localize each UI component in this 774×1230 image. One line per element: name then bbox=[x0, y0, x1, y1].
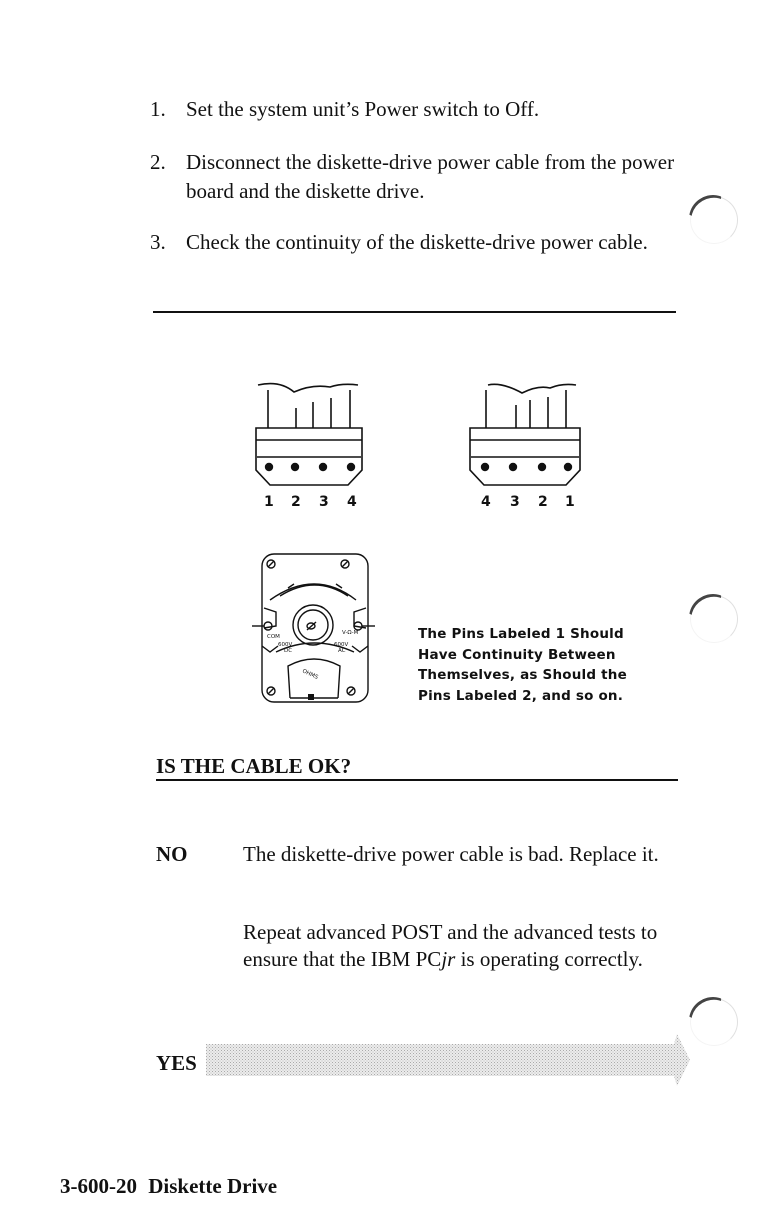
right-pin-label-2: 2 bbox=[538, 494, 548, 510]
caption-line: Pins Labeled 2, and so on. bbox=[418, 687, 624, 704]
caption-line: The Pins Labeled 1 Should bbox=[418, 626, 624, 642]
followup-text: Repeat advanced POST and the advanced te… bbox=[243, 920, 658, 971]
step-text: Set the system unit’s Power switch to Of… bbox=[186, 97, 540, 121]
left-pin-label-3: 3 bbox=[319, 494, 329, 510]
page-footer: 3-600-20 Diskette Drive bbox=[60, 1174, 277, 1199]
section-title: Diskette Drive bbox=[148, 1174, 278, 1198]
step-number: 1. bbox=[150, 97, 166, 121]
answer-yes-label: YES bbox=[156, 1051, 197, 1075]
svg-text:COM: COM bbox=[267, 634, 280, 640]
followup-text-end: is operating correctly. bbox=[455, 946, 643, 971]
right-connector-illustration bbox=[469, 383, 581, 486]
svg-text:DC: DC bbox=[284, 648, 292, 654]
right-pin-label-4: 4 bbox=[481, 494, 491, 510]
step-text: Disconnect the diskette-drive power cabl… bbox=[186, 150, 675, 203]
step-text: Check the continuity of the diskette-dri… bbox=[186, 230, 648, 254]
caption-line: Themselves, as Should the bbox=[418, 667, 627, 683]
right-pin-label-3: 3 bbox=[510, 494, 520, 510]
binder-hole-middle bbox=[690, 595, 738, 643]
svg-text:OHMS: OHMS bbox=[301, 668, 319, 681]
caption-line: Have Continuity Between bbox=[418, 646, 616, 663]
question-underline bbox=[156, 779, 678, 781]
left-pin-label-1: 1 bbox=[264, 494, 274, 510]
page-number: 3-600-20 bbox=[60, 1174, 137, 1198]
answer-no-followup: Repeat advanced POST and the advanced te… bbox=[243, 919, 683, 972]
followup-emphasis: jr bbox=[441, 946, 456, 971]
left-pin-label-4: 4 bbox=[347, 494, 357, 510]
left-pin-label-2: 2 bbox=[291, 494, 301, 510]
left-connector-illustration bbox=[255, 382, 363, 486]
binder-hole-bottom bbox=[690, 998, 738, 1046]
binder-hole-top bbox=[690, 196, 738, 244]
answer-no-text: The diskette-drive power cable is bad. R… bbox=[243, 842, 659, 866]
svg-text:600V: 600V bbox=[334, 642, 348, 648]
section-divider bbox=[153, 311, 676, 313]
svg-text:600V: 600V bbox=[278, 642, 292, 648]
yes-arrow bbox=[206, 1034, 690, 1086]
multimeter-illustration: COM V-Ω-M 600V DC 600V AC OHMS bbox=[252, 553, 375, 703]
decision-question: IS THE CABLE OK? bbox=[156, 754, 352, 778]
step-number: 3. bbox=[150, 230, 166, 254]
svg-text:V-Ω-M: V-Ω-M bbox=[342, 630, 359, 636]
answer-no-label: NO bbox=[156, 842, 188, 866]
right-pin-label-1: 1 bbox=[565, 494, 575, 510]
svg-text:AC: AC bbox=[338, 648, 346, 654]
step-number: 2. bbox=[150, 150, 166, 174]
figure-caption: The Pins Labeled 1 Should Have Continuit… bbox=[418, 624, 658, 706]
